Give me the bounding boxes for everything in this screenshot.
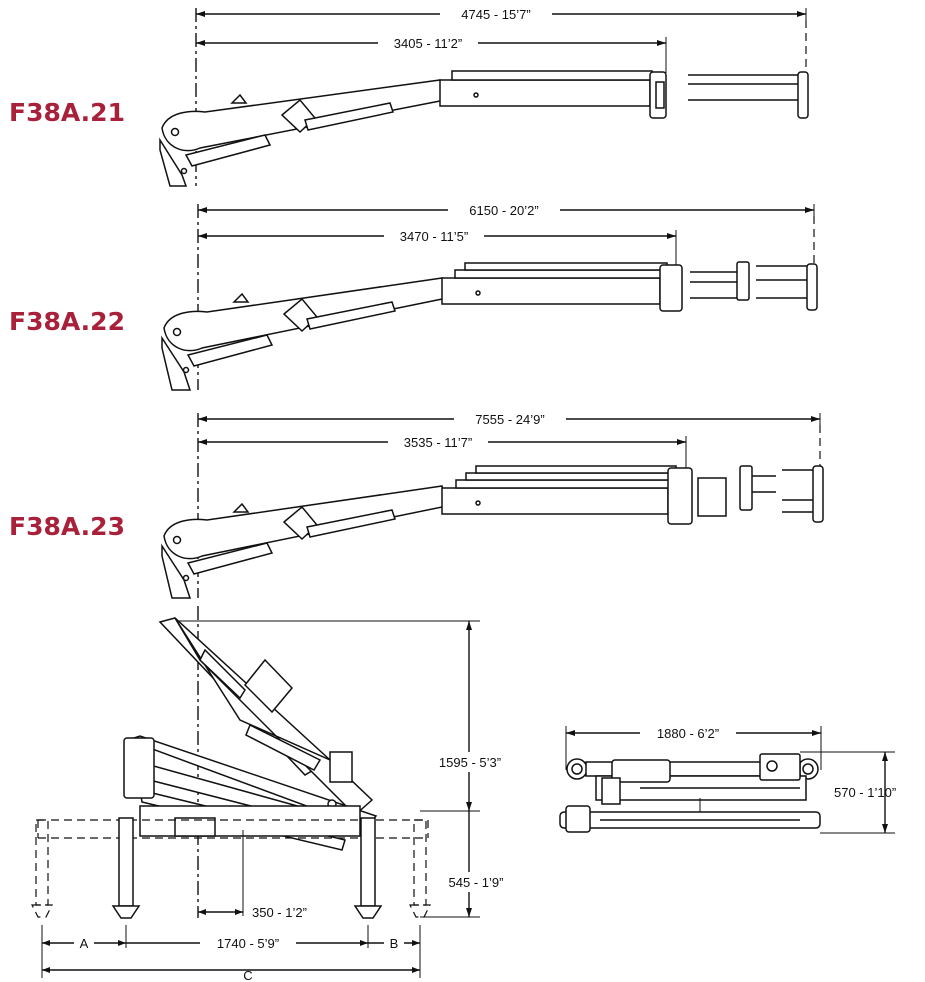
model-f38a21: F38A.21 4745 - 15’7” 3405 - 11’2” [9,5,809,187]
dimension-total-label: 7555 - 24’9” [475,412,544,427]
leg-depth-dimension-label: 545 - 1’9” [449,875,504,890]
span-dimension-label: 1740 - 5’9” [217,936,279,951]
dimension-total-label: 6150 - 20’2” [469,203,538,218]
dimension-inner-label: 3535 - 11’7” [404,435,472,450]
model-label: F38A.23 [9,512,125,541]
dimension-c-label: C [243,968,252,982]
side-width-dimension-label: 1880 - 6’2” [657,726,719,741]
dimension-a-label: A [80,936,89,951]
dimension-total-label: 4745 - 15’7” [461,7,530,22]
height-dimension-label: 1595 - 5’3” [439,755,501,770]
folded-base-view: 1595 - 5’3” 545 - 1’9” [31,606,518,982]
model-label: F38A.21 [9,98,125,127]
side-height-dimension-label: 570 - 1’10” [834,785,896,800]
offset-dimension-label: 350 - 1’2” [252,905,307,920]
dimension-inner-label: 3405 - 11’2” [394,36,462,51]
boom-drawing [159,70,809,187]
dimension-b-label: B [390,936,399,951]
model-f38a22: F38A.22 6150 - 20’2” 3470 - 11’5” [9,201,818,391]
boom-drawing [161,261,818,391]
model-f38a23: F38A.23 7555 - 24’9” 3535 - 11’7” [9,410,824,599]
model-label: F38A.22 [9,307,125,336]
side-view: 1880 - 6’2” 570 - 1’10” [559,724,896,834]
boom-drawing [161,465,824,599]
dimension-inner-label: 3470 - 11’5” [400,229,468,244]
